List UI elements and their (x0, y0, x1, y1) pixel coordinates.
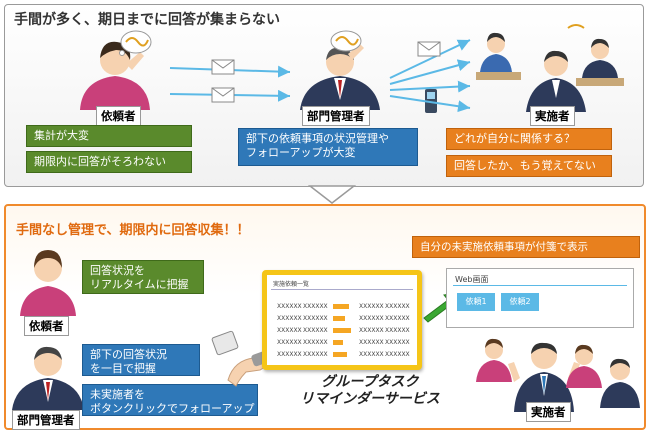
table-cell: XXXXXX (359, 303, 384, 310)
table-cell: XXXXXX (385, 339, 410, 346)
manager-issue-line: フォローアップが大変 (246, 146, 356, 159)
table-cell: XXXXXX (303, 315, 328, 322)
transition-down-arrow (307, 185, 357, 204)
top-manager-label: 部門管理者 (302, 106, 370, 126)
table-cell: XXXXXX (277, 303, 302, 310)
table-cell: XXXXXX (303, 303, 328, 310)
manager-benefit-box: 部下の回答状況 を一目で把握 (82, 344, 200, 376)
table-cell: XXXXXX (277, 315, 302, 322)
top-flow-arrows (169, 39, 471, 113)
requester-issue-box: 期限内に回答がそろわない (26, 151, 192, 173)
web-screen-label: Web画面 (455, 275, 489, 284)
table-cell: XXXXXX (359, 327, 384, 334)
table-cell: XXXXXX (385, 303, 410, 310)
table-cell: XXXXXX (359, 339, 384, 346)
bottom-assignee-label: 実施者 (526, 402, 571, 422)
sticky-note[interactable]: 依頼1 (457, 293, 495, 311)
manager-benefit-box: 未実施者を ボタンクリックでフォローアップ (82, 384, 258, 416)
assignees-group-figure (476, 338, 640, 412)
requester-figure (20, 250, 76, 316)
mobile-phone-icon (425, 89, 437, 113)
bottom-heading: 手間なし管理で、期限内に回答収集！！ (16, 223, 250, 238)
service-name: グループタスク リマインダーサービス (300, 374, 440, 408)
bottom-requester-label: 依頼者 (24, 316, 69, 336)
benefit-line: 未実施者を (90, 388, 145, 401)
table-cell: XXXXXX (277, 339, 302, 346)
table-cell: XXXXXX (385, 315, 410, 322)
table-cell: XXXXXX (303, 339, 328, 346)
sticky-note-caption: 自分の未実施依頼事項が付箋で表示 (412, 236, 640, 258)
top-assignee-label: 実施者 (530, 106, 575, 126)
benefit-line: 回答状況を (90, 264, 145, 277)
table-cell: XXXXXX (303, 327, 328, 334)
status-bars (333, 304, 351, 357)
requester-issue-box: 集計が大変 (26, 125, 192, 147)
service-name-line: グループタスク (321, 374, 419, 390)
service-name-line: リマインダーサービス (300, 391, 440, 407)
table-cell: XXXXXX (359, 351, 384, 358)
manager-issue-box: 部下の依頼事項の状況管理や フォローアップが大変 (238, 128, 418, 166)
assignee-issue-box: 回答したか、もう覚えてない (446, 155, 612, 177)
sticky-note[interactable]: 依頼2 (501, 293, 539, 311)
top-heading: 手間が多く、期日までに回答が集まらない (14, 12, 280, 28)
assignee-issue-box: どれが自分に関係する？ (446, 128, 612, 150)
table-cell: XXXXXX (277, 351, 302, 358)
worry-bubble-icon (119, 30, 152, 56)
manager-issue-line: 部下の依頼事項の状況管理や (246, 132, 389, 145)
benefit-line: 部下の回答状況 (90, 348, 167, 361)
table-cell: XXXXXX (359, 315, 384, 322)
worry-bubble-icon (330, 30, 362, 52)
benefit-line: ボタンクリックでフォローアップ (90, 402, 255, 415)
table-cell: XXXXXX (385, 351, 410, 358)
manager-figure (12, 346, 84, 410)
table-cell: XXXXXX (303, 351, 328, 358)
screen-title: 実施依頼一覧 (273, 281, 310, 288)
assignees-group-figure (476, 24, 624, 112)
table-cell: XXXXXX (277, 327, 302, 334)
benefit-line: リアルタイムに把握 (90, 278, 189, 291)
bottom-manager-label: 部門管理者 (12, 410, 80, 430)
web-screen: Web画面 依頼1 依頼2 (446, 268, 634, 328)
benefit-line: を一目で把握 (90, 362, 156, 375)
requester-benefit-box: 回答状況を リアルタイムに把握 (82, 260, 204, 294)
reminder-service-screen: 実施依頼一覧 XXXXXX XXXXXX XXXXXX XXXXXX XXXXX… (262, 270, 422, 370)
table-cell: XXXXXX (385, 327, 410, 334)
